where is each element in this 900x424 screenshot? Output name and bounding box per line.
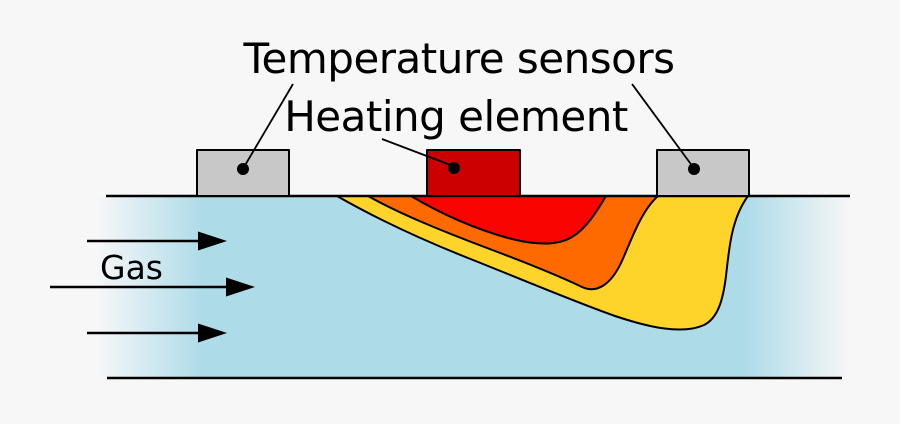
anchor-dot-right-sensor: [688, 163, 700, 175]
leader-line-right-sensor: [631, 83, 694, 168]
leader-line-left-sensor: [243, 83, 294, 168]
gas-label: Gas: [100, 248, 163, 287]
leader-line-heater: [381, 138, 454, 167]
arrow-head-icon: [226, 277, 255, 297]
anchor-dot-heater: [448, 162, 460, 174]
anchor-dot-left-sensor: [237, 163, 249, 175]
arrow-head-icon: [198, 323, 227, 343]
gas-flow-arrow-bottom: [87, 323, 227, 343]
arrow-head-icon: [198, 231, 227, 251]
heating-element-label: Heating element: [284, 92, 628, 141]
gas-flow-arrow-top: [87, 231, 227, 251]
gas-flow-arrow-middle: [50, 277, 255, 297]
temperature-sensors-label: Temperature sensors: [243, 34, 675, 83]
heating-element-box: [426, 149, 521, 197]
temperature-sensor-right-box: [656, 149, 750, 197]
thermal-plume-core-red: [410, 195, 607, 245]
